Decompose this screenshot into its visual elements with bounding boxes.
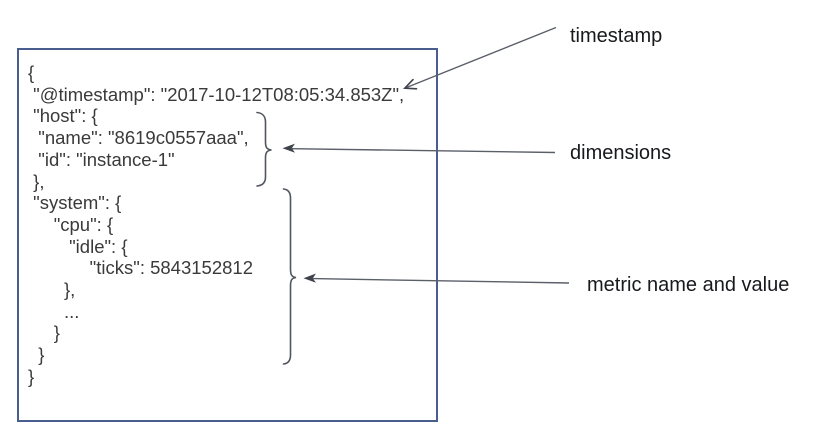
annotation-label-dimensions: dimensions (570, 142, 672, 164)
annotation-label-timestamp: timestamp (570, 25, 663, 47)
json-document-code: { "@timestamp": "2017-10-12T08:05:34.853… (28, 62, 405, 387)
json-document-box: { "@timestamp": "2017-10-12T08:05:34.853… (17, 48, 438, 422)
annotation-label-metric: metric name and value (587, 274, 790, 296)
